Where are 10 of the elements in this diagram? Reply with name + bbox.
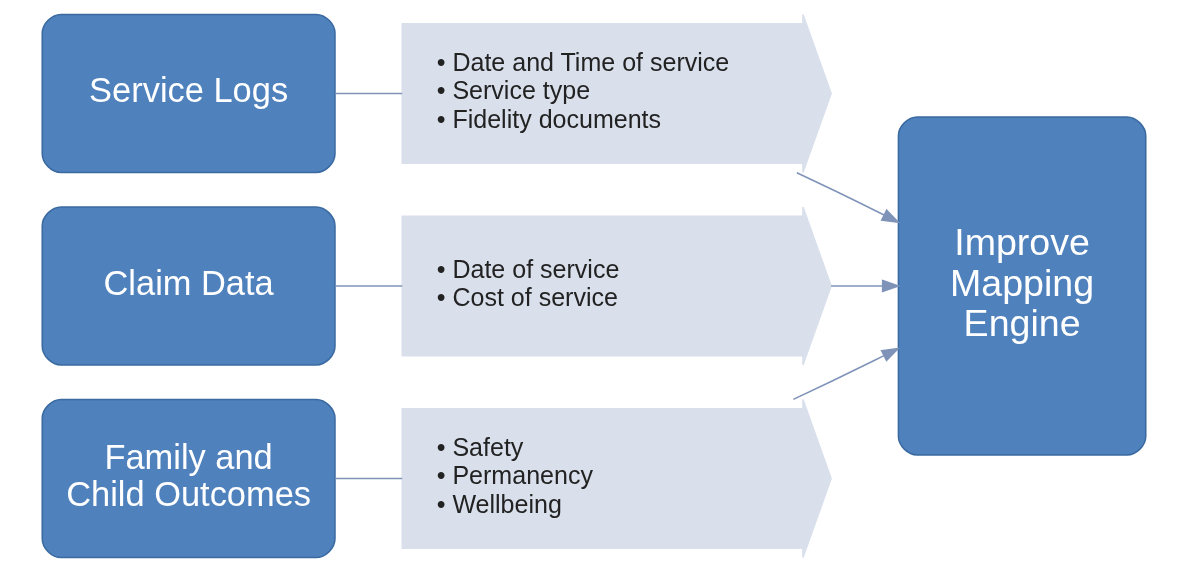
node-box: Improve Mapping Engine — [897, 116, 1147, 456]
connector — [333, 92, 403, 95]
arrow — [795, 172, 900, 224]
node-box: Claim Data — [40, 206, 336, 366]
connector — [333, 477, 403, 480]
arrow — [829, 279, 901, 293]
connector — [333, 285, 403, 287]
node-box: Family and Child Outcomes — [40, 398, 336, 559]
arrow — [792, 347, 900, 401]
node-box: Service Logs — [40, 13, 336, 174]
